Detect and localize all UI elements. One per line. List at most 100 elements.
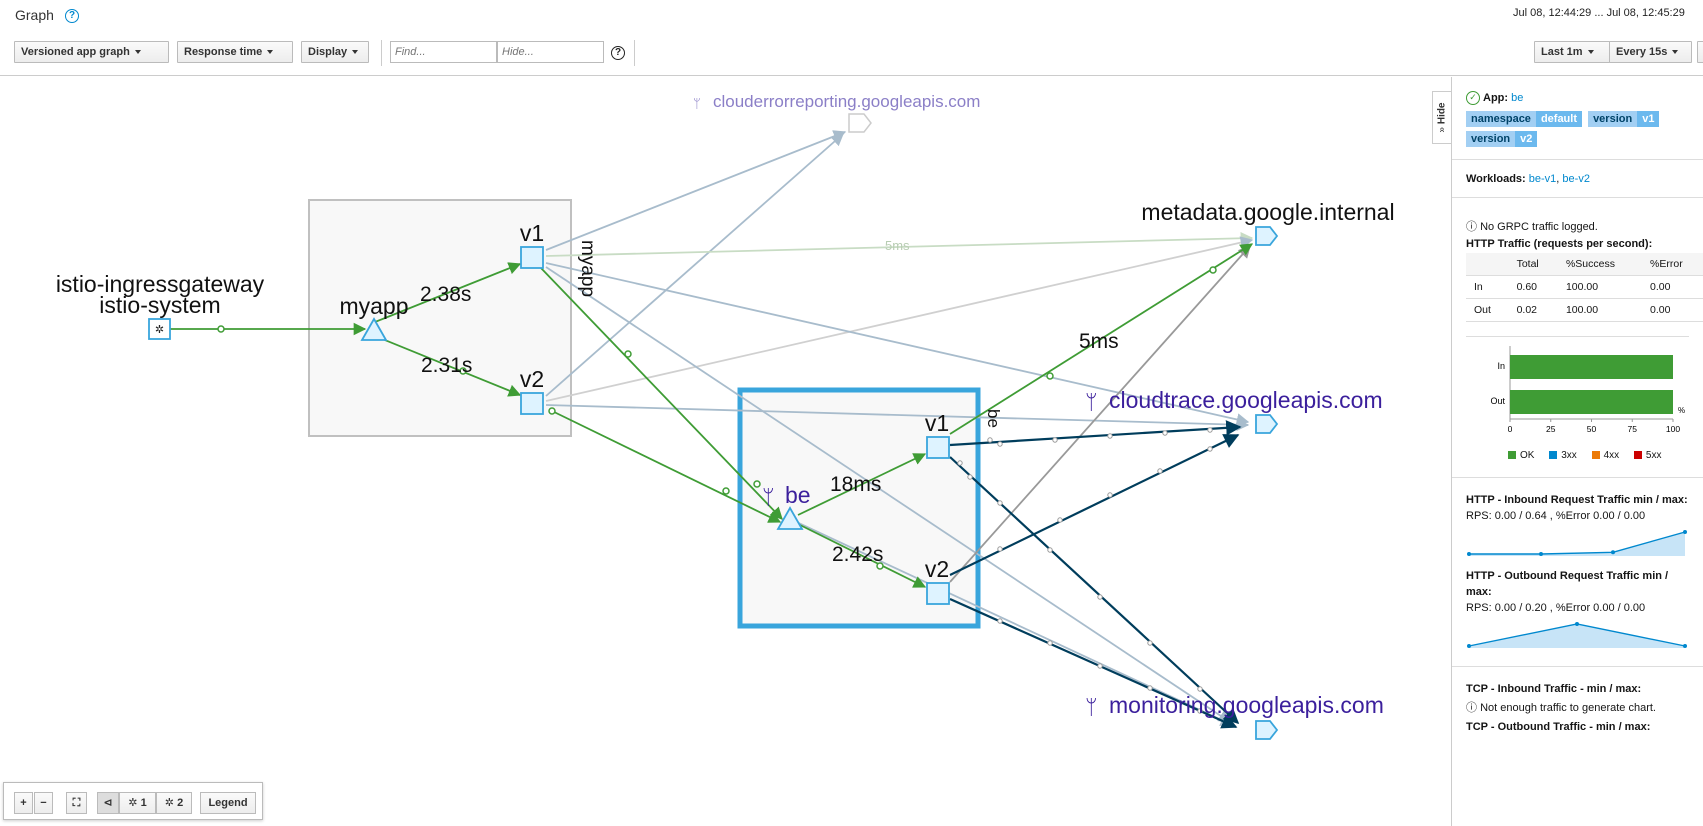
refresh-dropdown[interactable]: Every 15s <box>1609 41 1692 63</box>
clouderror-label: clouderrorreporting.googleapis.com <box>713 92 980 111</box>
info-icon: ⓘ <box>1466 702 1477 714</box>
fit-to-screen-button[interactable]: ⛶ <box>66 792 87 814</box>
myapp-v1-node[interactable] <box>520 246 544 269</box>
edge-myapp-v1-metadata[interactable] <box>545 231 1254 257</box>
bar-chart-tick-label: 75 <box>1628 424 1638 434</box>
edge-be-v1-monitoring[interactable] <box>949 456 1240 725</box>
bar-chart-tick-label: 50 <box>1587 424 1597 434</box>
edge-myapp-v2-clouderror[interactable] <box>545 133 844 397</box>
edge-be-v1-metadata[interactable] <box>949 243 1254 435</box>
edge-myapp-v1-clouderror[interactable] <box>545 130 847 251</box>
app-link[interactable]: be <box>1511 91 1524 104</box>
cloudtrace-label: cloudtrace.googleapis.com <box>1109 387 1383 413</box>
edge-label: 5ms <box>1079 330 1119 353</box>
inbound-stats: RPS: 0.00 / 0.64 , %Error 0.00 / 0.00 <box>1466 510 1646 522</box>
be-box-label: be <box>984 409 1003 428</box>
chevron-down-icon <box>267 50 274 55</box>
graph-type-label: Versioned app graph <box>21 46 130 58</box>
edge-be-v2-metadata[interactable] <box>949 245 1251 583</box>
find-input[interactable] <box>390 41 497 63</box>
chevron-down-icon <box>352 50 359 55</box>
myapp-v2-node[interactable] <box>520 392 544 415</box>
sparkline-line <box>1469 531 1686 555</box>
zoom-in-button[interactable]: + <box>14 792 33 814</box>
branch-icon: ᛘ <box>693 96 701 111</box>
tcp-section: TCP - Inbound Traffic - min / max: ⓘ Not… <box>1452 667 1703 733</box>
page-title: Graph <box>15 7 54 23</box>
toolbar-divider <box>381 40 382 66</box>
clouderror-service-node[interactable] <box>848 113 872 133</box>
metadata-service-node[interactable] <box>1255 226 1279 246</box>
find-help-icon[interactable]: ? <box>611 46 625 60</box>
traffic-dot <box>459 367 467 375</box>
bar-chart-tick-label: 100 <box>1666 424 1680 434</box>
graph-controls-bar: + − ⛶ ⊲ ✲ 1 ✲ 2 Legend <box>3 782 263 820</box>
branch-icon: ᛘ <box>1085 696 1098 719</box>
edge-myapp-v1-be[interactable] <box>539 266 783 520</box>
edge-myapp-v1-cloudtrace[interactable] <box>545 262 1250 426</box>
layout-icon: ⊲ <box>103 797 113 809</box>
info-icon: ⓘ <box>1466 221 1477 233</box>
help-icon[interactable]: ? <box>65 9 79 23</box>
bar-ok <box>1510 390 1673 414</box>
edge-myapp-v2[interactable] <box>374 335 522 397</box>
edge-label: 18ms <box>830 473 881 496</box>
edge-be-v1-cloudtrace[interactable] <box>949 420 1242 447</box>
edge-be-v2-cloudtrace[interactable] <box>949 434 1240 576</box>
legend-button[interactable]: Legend <box>200 792 256 814</box>
display-dropdown[interactable]: Display <box>301 41 369 63</box>
edge-be-monitoring[interactable] <box>789 518 1234 726</box>
graph-canvas[interactable]: ✲ istio-ingressgateway istio-system myap… <box>0 77 1450 826</box>
hide-panel-tab[interactable]: » Hide <box>1432 91 1451 144</box>
myapp-app-node[interactable] <box>360 317 388 341</box>
workload-link[interactable]: be-v2 <box>1562 173 1590 185</box>
bar-chart-tick-label: 25 <box>1546 424 1556 434</box>
ingress-namespace-label: istio-system <box>99 292 220 318</box>
sparkline-point <box>1467 552 1471 556</box>
edge-myapp-v1[interactable] <box>374 262 522 323</box>
edge-be-v1[interactable] <box>797 453 927 516</box>
hide-panel-label: » Hide <box>1436 102 1448 133</box>
be-v1-label: v1 <box>925 410 949 436</box>
edge-myapp-v2-be[interactable] <box>549 409 782 523</box>
duration-dropdown[interactable]: Last 1m <box>1534 41 1610 63</box>
expand-icon: ⛶ <box>72 797 81 809</box>
legend-item: OK <box>1508 450 1534 461</box>
be-label: be <box>785 482 811 508</box>
edge-labels-dropdown[interactable]: Response time <box>177 41 293 63</box>
zoom-out-button[interactable]: − <box>34 792 53 814</box>
traffic-dot <box>876 562 884 570</box>
myapp-v2-label: v2 <box>520 366 544 392</box>
inbound-title: HTTP - Inbound Request Traffic min / max… <box>1466 494 1688 506</box>
layout-1-button[interactable]: ✲ 1 <box>119 792 156 814</box>
workloads-label: Workloads: <box>1466 173 1526 185</box>
edge-label: 5ms <box>885 238 910 253</box>
bar-chart-row-label: In <box>1497 361 1505 371</box>
refresh-button[interactable] <box>1697 41 1703 63</box>
be-v2-label: v2 <box>925 556 949 582</box>
ingress-gateway-node[interactable] <box>148 318 171 340</box>
workload-link[interactable]: be-v1 <box>1528 173 1557 185</box>
edge-myapp-v1-monitoring[interactable] <box>545 266 1232 723</box>
service-graph[interactable]: ✲ istio-ingressgateway istio-system myap… <box>0 77 1450 826</box>
layout-2-button[interactable]: ✲ 2 <box>156 792 192 814</box>
chevron-down-icon <box>1587 50 1594 55</box>
hide-input[interactable] <box>497 41 604 63</box>
be-v2-node[interactable] <box>926 582 950 605</box>
bar-chart-row-label: Out <box>1490 396 1505 406</box>
edge-be-v2[interactable] <box>797 523 927 588</box>
cloudtrace-service-node[interactable] <box>1255 414 1279 434</box>
graph-type-dropdown[interactable]: Versioned app graph <box>14 41 169 63</box>
monitoring-service-node[interactable] <box>1255 720 1279 740</box>
layout-default-button[interactable]: ⊲ <box>97 792 119 814</box>
be-v1-node[interactable] <box>926 436 950 459</box>
be-app-node[interactable] <box>776 506 804 530</box>
layout-icon: ✲ <box>128 797 138 809</box>
edge-myapp-v2-metadata[interactable] <box>545 236 1254 402</box>
edge-myapp-v2-cloudtrace[interactable] <box>545 404 1250 431</box>
edge-label: 2.42s <box>832 543 883 566</box>
